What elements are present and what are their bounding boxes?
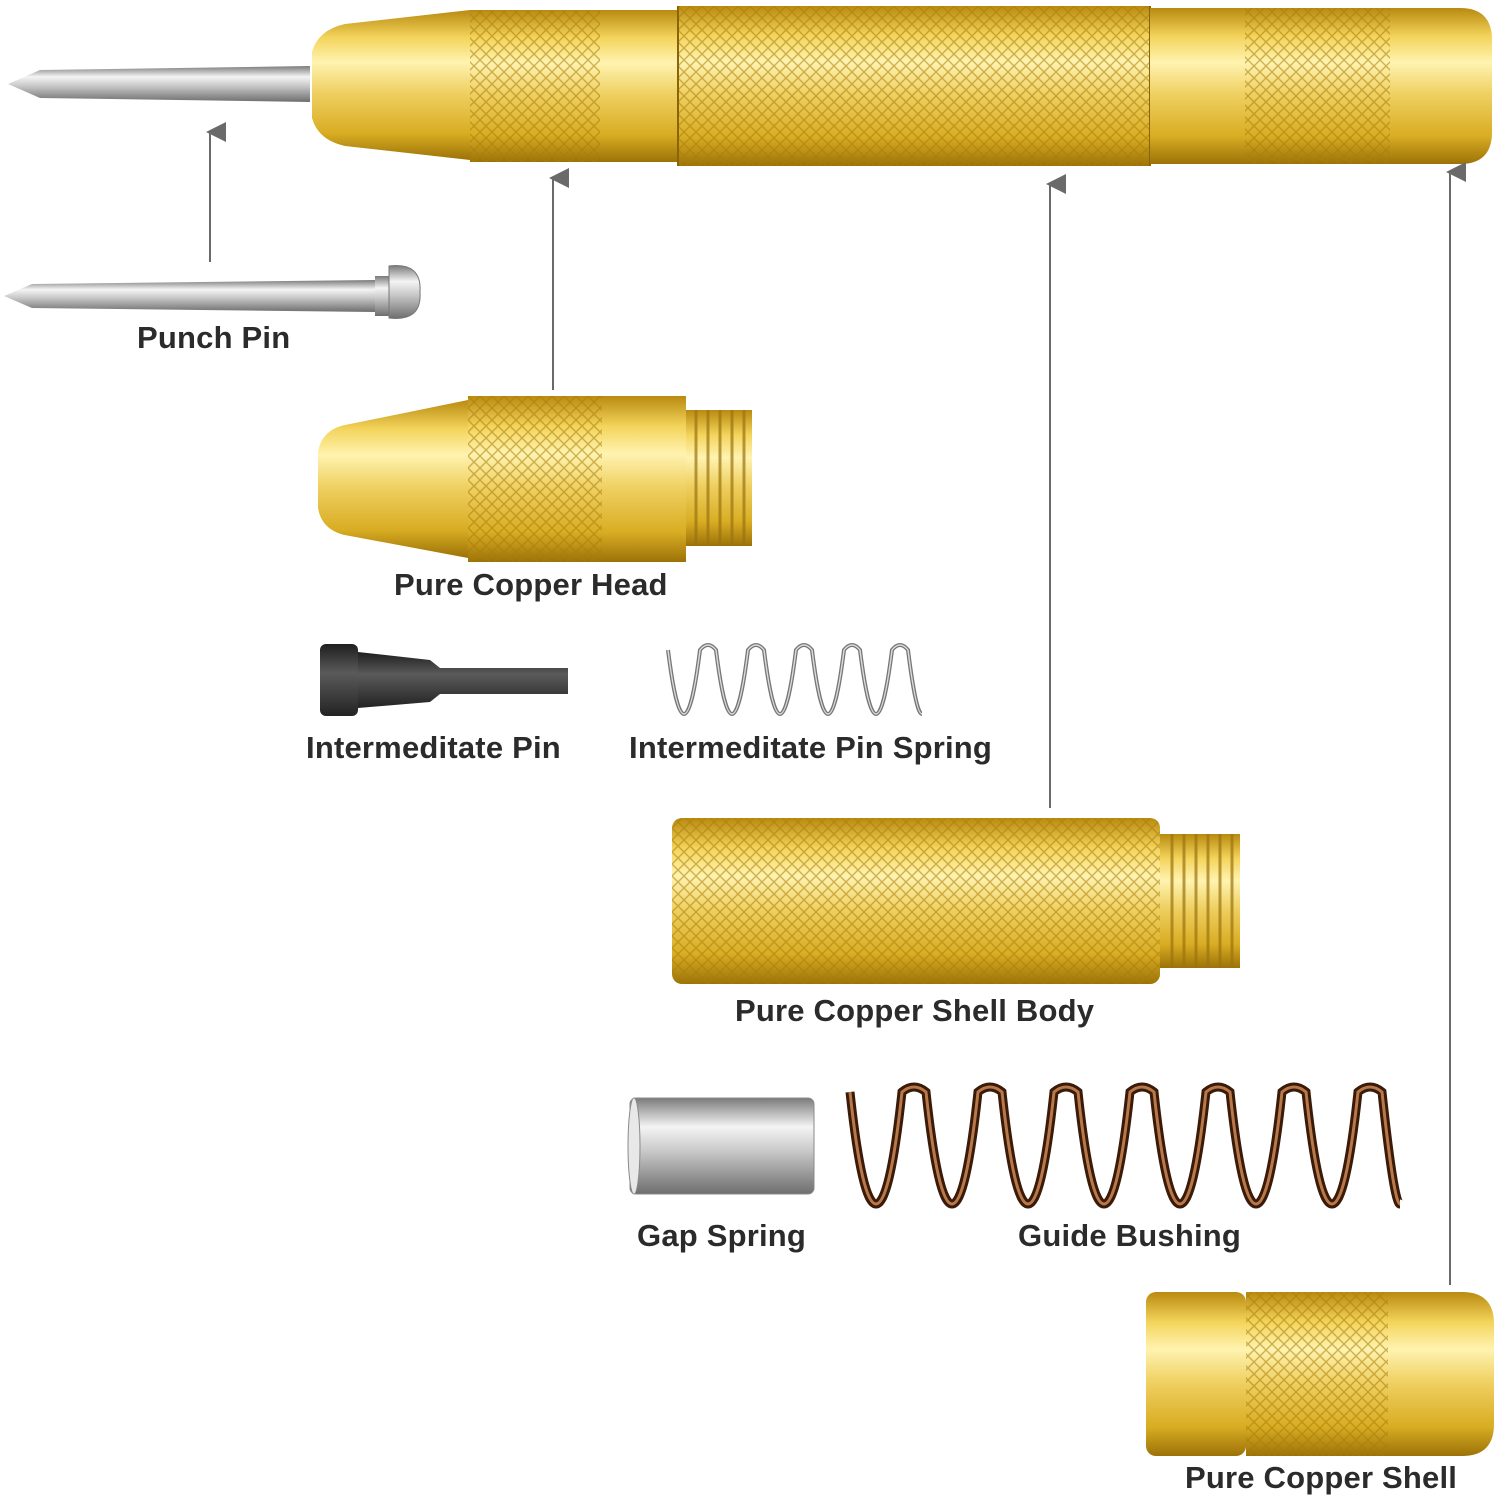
- assembled-cone: [312, 10, 470, 160]
- copper-shell: [1146, 1292, 1494, 1456]
- guide-bushing: [845, 1082, 1405, 1209]
- label-punch-pin: Punch Pin: [137, 320, 291, 355]
- label-gap-spring: Gap Spring: [637, 1218, 807, 1253]
- label-intermediate-pin-spring: Intermeditate Pin Spring: [629, 730, 993, 765]
- label-intermediate-pin: Intermeditate Pin: [306, 730, 561, 765]
- punch-pin: [4, 265, 421, 319]
- assembled-tip: [8, 66, 310, 102]
- assembled-shell-ring: [1150, 8, 1245, 164]
- label-pure-copper-shell: Pure Copper Shell: [1185, 1460, 1458, 1495]
- assembled-shell-end: [1390, 8, 1492, 164]
- intermediate-pin: [320, 644, 568, 716]
- pointer-arrows: [206, 122, 1466, 1285]
- gap-spring: [627, 1097, 815, 1195]
- label-pure-copper-head: Pure Copper Head: [394, 567, 668, 602]
- copper-head: [318, 396, 752, 562]
- intermediate-pin-spring: [666, 643, 924, 717]
- copper-shell-body: [672, 818, 1240, 984]
- label-pure-copper-shell-body: Pure Copper Shell Body: [735, 993, 1095, 1028]
- label-guide-bushing: Guide Bushing: [1018, 1218, 1242, 1253]
- assembled-punch: [8, 6, 1492, 166]
- assembled-head-ring: [600, 10, 678, 162]
